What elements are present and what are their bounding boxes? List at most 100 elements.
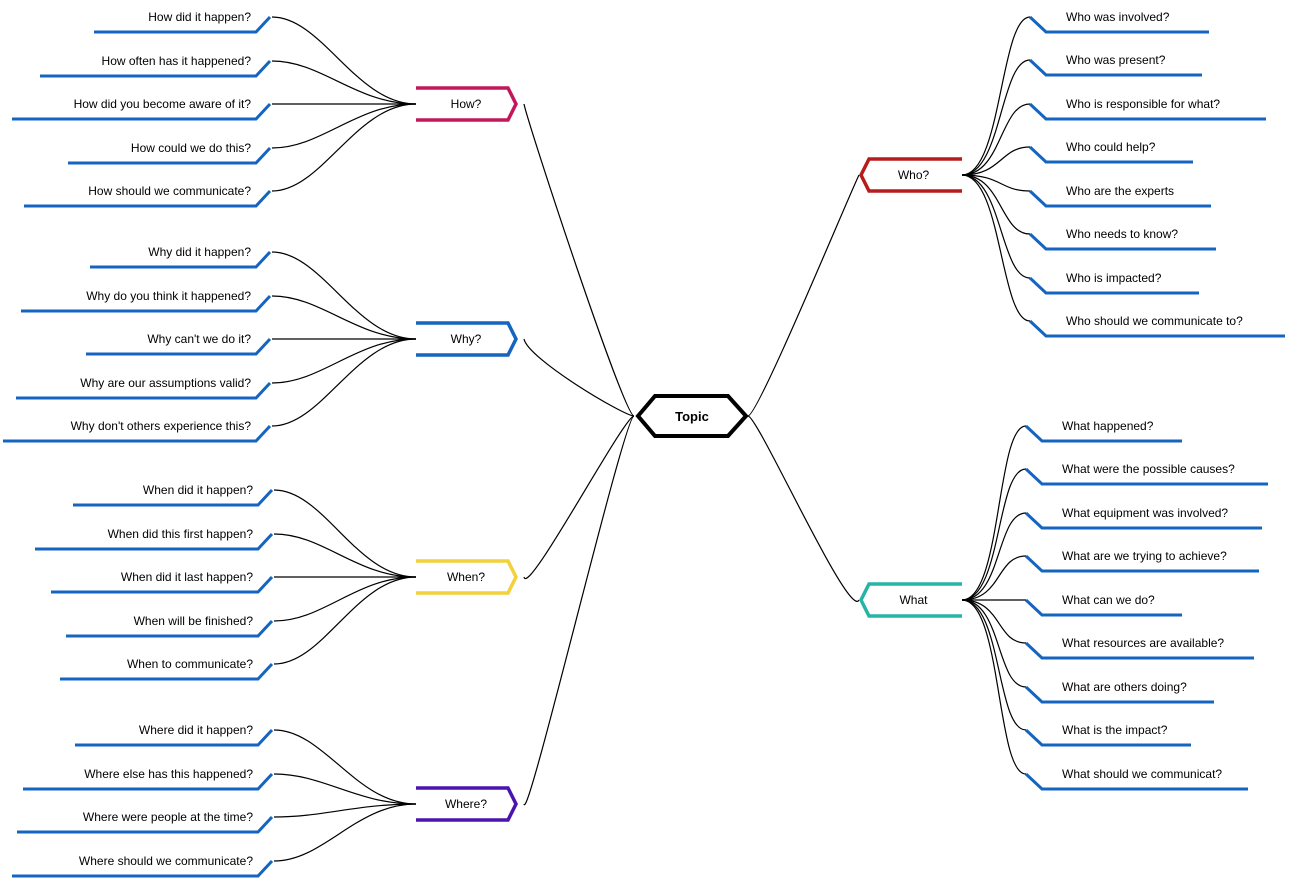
leaf-label: Who was involved? [1066,10,1170,24]
leaf-label: What equipment was involved? [1062,506,1228,520]
leaf-why[interactable]: Why can't we do it? [86,332,272,356]
leaf-underline [1028,189,1211,208]
leaf-connector [271,338,417,427]
leaf-underline [1024,554,1259,573]
branch-node-when[interactable]: When? [416,559,518,595]
leaf-label: How often has it happened? [102,54,252,68]
leaf-connector [271,103,417,192]
branch-shape [416,786,518,822]
leaf-connector [961,16,1031,176]
leaf-who[interactable]: Who was present? [1028,53,1202,77]
leaf-what[interactable]: What can we do? [1024,593,1182,617]
branch-node-how[interactable]: How? [416,86,518,122]
leaves-layer: How did it happen? How often has it happe… [3,10,1285,878]
branch-node-who[interactable]: Who? [859,157,962,193]
leaf-who[interactable]: Who could help? [1028,140,1193,164]
leaf-connector [273,803,417,818]
leaf-label: What is the impact? [1062,723,1168,737]
leaf-label: How should we communicate? [88,184,251,198]
leaf-connector [271,338,417,384]
leaf-what[interactable]: What is the impact? [1024,723,1191,747]
leaf-underline [1028,232,1216,251]
leaf-underline [21,294,272,313]
central-topic-label: Topic [675,409,709,424]
leaf-connector [273,489,417,578]
central-topic-shape [635,394,749,438]
leaf-connector [961,512,1027,601]
leaf-who[interactable]: Who is impacted? [1028,271,1199,295]
leaf-who[interactable]: Who is responsible for what? [1028,97,1266,121]
leaf-when[interactable]: When did it last happen? [51,570,274,594]
leaf-who[interactable]: Who was involved? [1028,10,1209,34]
leaf-underline [66,619,274,638]
leaf-underline [1028,102,1266,121]
leaf-how[interactable]: How should we communicate? [24,184,272,208]
leaf-what[interactable]: What should we communicat? [1024,767,1248,791]
leaf-connector [961,174,1031,192]
leaf-label: Who should we communicate to? [1066,314,1243,328]
leaf-label: Why are our assumptions valid? [80,376,251,390]
leaf-underline [90,250,272,269]
leaf-what[interactable]: What are others doing? [1024,680,1214,704]
leaf-what[interactable]: What equipment was involved? [1024,506,1262,530]
leaf-why[interactable]: Why don't others experience this? [3,419,272,443]
branch-node-where[interactable]: Where? [416,786,518,822]
leaf-what[interactable]: What happened? [1024,419,1182,443]
leaf-label: What can we do? [1062,593,1155,607]
leaf-how[interactable]: How often has it happened? [40,54,272,78]
leaf-connector [961,174,1031,279]
topic-connector [523,415,635,805]
leaf-connector [271,251,417,340]
leaf-label: Why can't we do it? [147,332,251,346]
leaf-underline [1024,467,1268,486]
leaf-label: When did it happen? [143,483,253,497]
topic-connector [747,415,860,602]
branch-node-why[interactable]: Why? [416,321,518,357]
leaf-how[interactable]: How could we do this? [68,141,272,165]
leaf-where[interactable]: Where were people at the time? [17,810,274,834]
leaf-label: When will be finished? [134,614,254,628]
leaf-what[interactable]: What resources are available? [1024,636,1254,660]
leaf-why[interactable]: Why do you think it happened? [21,289,272,313]
leaf-connector [961,555,1027,601]
leaf-label: What resources are available? [1062,636,1224,650]
leaf-where[interactable]: Where did it happen? [75,723,274,747]
leaf-when[interactable]: When to communicate? [60,657,274,681]
branch-shape [416,559,518,595]
leaf-underline [1024,641,1254,660]
leaf-when[interactable]: When did it happen? [73,483,274,507]
leaf-who[interactable]: Who needs to know? [1028,227,1216,251]
branch-label-why: Why? [451,332,482,346]
leaf-underline [1028,15,1209,34]
leaf-label: What happened? [1062,419,1154,433]
topic-connector [523,103,635,417]
leaf-when[interactable]: When will be finished? [66,614,274,638]
topic-connector [523,338,635,417]
leaf-connector [273,576,417,665]
leaf-underline [35,532,274,551]
leaf-connector [961,468,1027,601]
leaf-label: When to communicate? [127,657,253,671]
branch-shape [859,157,962,193]
leaf-underline [1024,424,1182,443]
central-topic-node[interactable]: Topic [635,394,749,438]
leaf-where[interactable]: Where should we communicate? [12,854,274,878]
topic-connector [747,174,860,417]
leaf-who[interactable]: Who are the experts [1028,184,1211,208]
leaf-who[interactable]: Who should we communicate to? [1028,314,1285,338]
leaf-underline [12,102,272,121]
leaf-underline [40,59,272,78]
leaf-how[interactable]: How did you become aware of it? [12,97,272,121]
leaf-what[interactable]: What are we trying to achieve? [1024,549,1259,573]
leaf-connector [961,174,1031,322]
leaf-where[interactable]: Where else has this happened? [23,767,274,791]
leaf-underline [1024,598,1182,617]
branch-node-what[interactable]: What [859,582,962,618]
leaf-connector [961,599,1027,731]
leaf-when[interactable]: When did this first happen? [35,527,274,551]
leaf-how[interactable]: How did it happen? [94,10,272,34]
leaf-why[interactable]: Why did it happen? [90,245,272,269]
leaf-label: Where else has this happened? [84,767,253,781]
leaf-what[interactable]: What were the possible causes? [1024,462,1268,486]
leaf-why[interactable]: Why are our assumptions valid? [16,376,272,400]
